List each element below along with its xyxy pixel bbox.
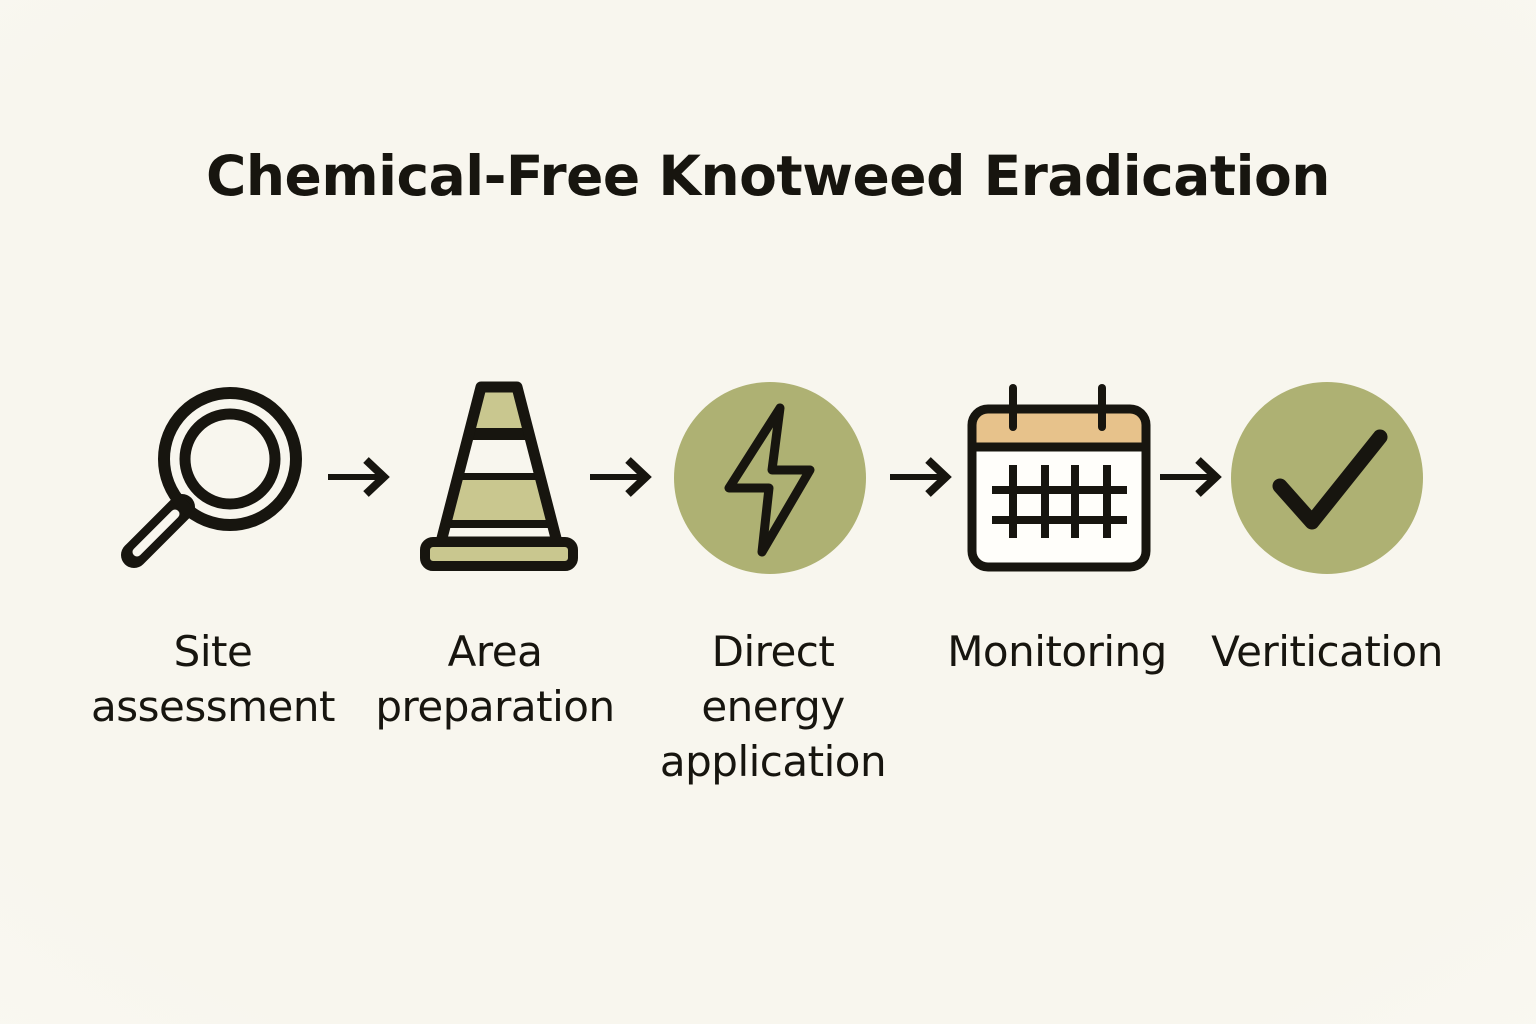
check-mark-icon xyxy=(1231,382,1423,574)
traffic-cone-icon xyxy=(420,381,578,571)
lightning-bolt-icon xyxy=(674,382,866,574)
step-label-direct-energy: Direct energy application xyxy=(659,627,887,786)
arrow-right-icon xyxy=(1160,457,1222,497)
arrow-right-icon xyxy=(890,457,952,497)
step-label-verification: Veritication xyxy=(1211,627,1443,676)
calendar-icon xyxy=(967,384,1151,572)
arrow-right-icon xyxy=(328,457,390,497)
step-label-monitoring: Monitoring xyxy=(947,627,1167,676)
step-label-site-assessment: Site assessment xyxy=(91,627,335,731)
arrow-right-icon xyxy=(590,457,652,497)
magnifier-icon xyxy=(121,387,302,568)
page-title: Chemical-Free Knotweed Eradication xyxy=(206,144,1330,208)
step-label-area-preparation: Area preparation xyxy=(375,627,615,731)
